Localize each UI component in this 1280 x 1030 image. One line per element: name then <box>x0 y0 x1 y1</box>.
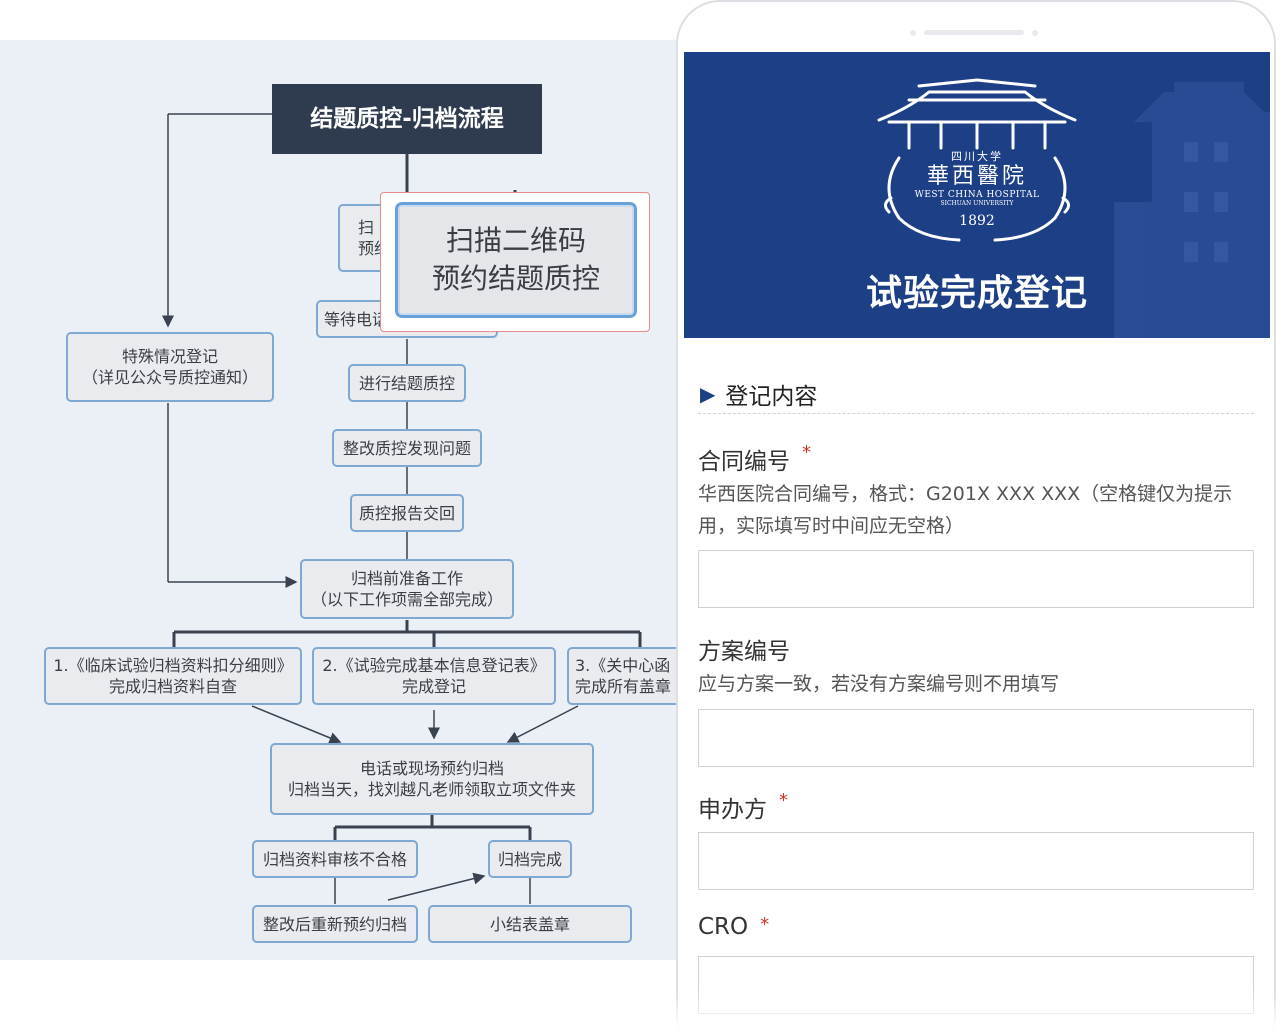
flowchart-connectors <box>162 113 642 904</box>
banner-building-silhouette <box>1114 82 1270 338</box>
section-header: ▶ 登记内容 <box>698 374 1254 414</box>
flow-node-prep: 归档前准备工作 （以下工作项需全部完成） <box>300 559 514 619</box>
protocol-number-input[interactable] <box>698 709 1254 767</box>
form-title: 试验完成登记 <box>865 273 1088 314</box>
phone-top-bezel <box>678 2 1274 54</box>
protocol-number-label: 方案编号 <box>698 639 790 665</box>
logo-text-block: 四川大学 華西醫院 WEST CHINA HOSPITAL SICHUAN UN… <box>869 148 1085 229</box>
flow-node-stamp: 小结表盖章 <box>428 905 632 943</box>
sensor-dot <box>910 30 916 36</box>
section-title: 登记内容 <box>725 383 818 410</box>
header-banner: 四川大学 華西醫院 WEST CHINA HOSPITAL SICHUAN UN… <box>684 52 1270 338</box>
required-asterisk: * <box>802 442 811 463</box>
contract-number-label: 合同编号* <box>698 442 811 475</box>
flowchart-title-text: 结题质控-归档流程 <box>310 105 504 132</box>
flow-node-rebook: 整改后重新预约归档 <box>252 905 418 943</box>
logo-year: 1892 <box>959 213 995 229</box>
sponsor-label: 申办方* <box>698 790 788 823</box>
flow-node-book: 电话或现场预约归档 归档当天，找刘越凡老师领取立项文件夹 <box>270 743 594 815</box>
logo-university: 四川大学 <box>951 150 1003 163</box>
callout-scan-qr-node: 扫描二维码 预约结题质控 <box>395 202 637 318</box>
flow-node-fail: 归档资料审核不合格 <box>252 840 418 878</box>
bottom-fade <box>0 990 1280 1030</box>
flow-node-item-2: 2.《试验完成基本信息登记表》 完成登记 <box>312 647 556 705</box>
logo-english-2: SICHUAN UNIVERSITY <box>940 200 1014 207</box>
required-asterisk: * <box>760 914 770 935</box>
protocol-number-hint: 应与方案一致，若没有方案编号则不用填写 <box>698 673 1060 695</box>
flowchart-image: 结题质控-归档流程 扫 预约 等待电话 特殊情况登记 （详见公众号质控通知） 进… <box>0 40 690 960</box>
logo-hospital: 華西醫院 <box>926 164 1027 189</box>
flow-node-item-3: 3.《关中心函 完成所有盖章 <box>567 647 690 705</box>
phone-speaker <box>924 30 1024 35</box>
flowchart-title: 结题质控-归档流程 <box>272 84 542 154</box>
flow-node-qc: 进行结题质控 <box>348 364 466 402</box>
flow-node-special: 特殊情况登记 （详见公众号质控通知） <box>66 332 274 402</box>
camera-dot <box>1032 30 1038 36</box>
contract-number-input[interactable] <box>698 550 1254 608</box>
required-asterisk: * <box>779 790 788 811</box>
flow-node-report: 质控报告交回 <box>350 494 464 532</box>
flow-node-done: 归档完成 <box>488 840 572 878</box>
triangle-right-icon: ▶ <box>700 381 716 406</box>
cro-label: CRO* <box>698 914 770 940</box>
sponsor-input[interactable] <box>698 832 1254 890</box>
hospital-logo <box>877 78 1077 242</box>
flow-node-fix: 整改质控发现问题 <box>332 429 482 467</box>
flow-node-item-1: 1.《临床试验归档资料扣分细则》 完成归档资料自查 <box>44 647 302 705</box>
phone-frame: 四川大学 華西醫院 WEST CHINA HOSPITAL SICHUAN UN… <box>676 0 1276 1030</box>
logo-english-1: WEST CHINA HOSPITAL <box>914 190 1040 200</box>
contract-number-hint: 华西医院合同编号，格式：G201X XXX XXX（空格键仅为提示用，实际填写时… <box>698 483 1233 537</box>
